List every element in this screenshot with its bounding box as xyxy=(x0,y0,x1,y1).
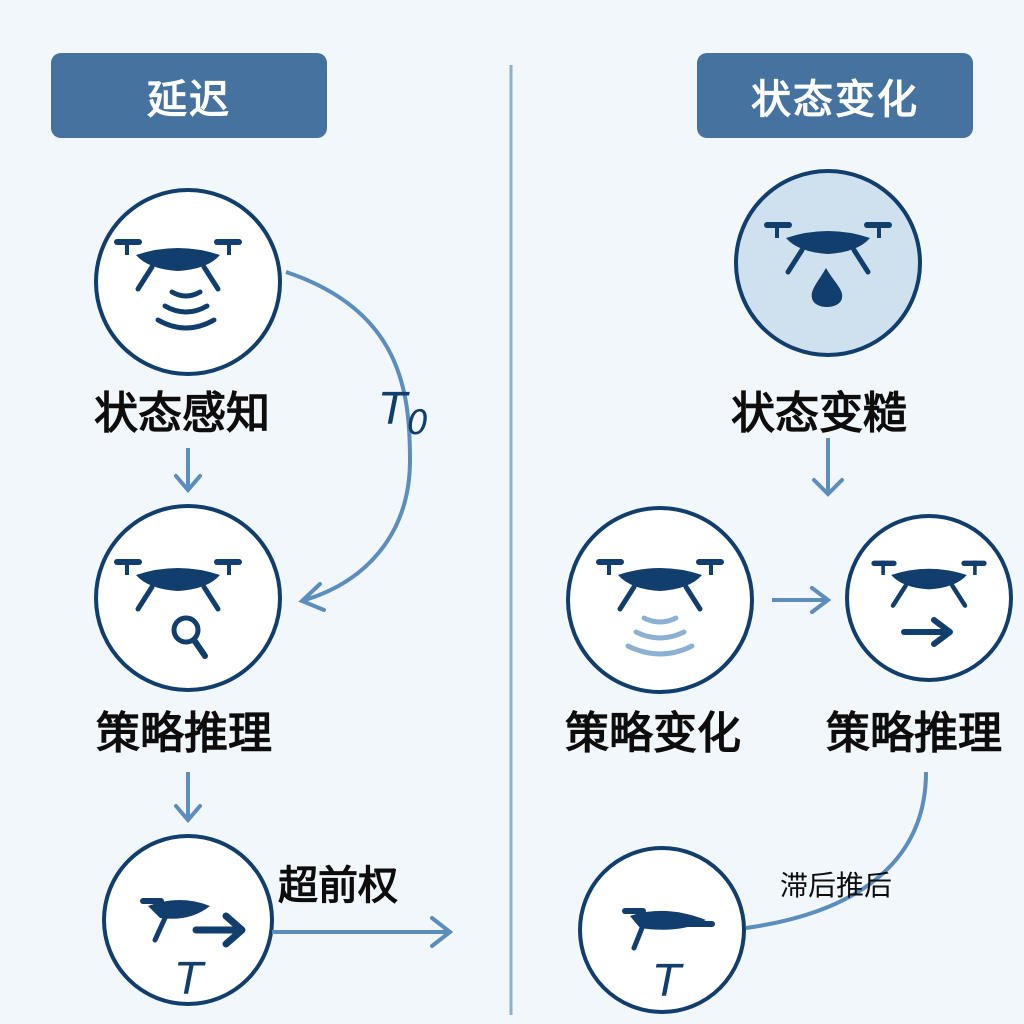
lag-curve xyxy=(745,771,928,930)
magnifier-icon xyxy=(171,615,208,659)
node-policy-change xyxy=(566,506,754,694)
header-delay: 延迟 xyxy=(51,53,327,138)
label-policy: 策略推理 xyxy=(96,708,272,759)
arrow-right-icon xyxy=(192,912,246,948)
action-symbol-right: T xyxy=(654,956,681,1007)
node-state-change xyxy=(734,169,922,357)
label-perception: 状态感知 xyxy=(94,388,270,439)
label-advance: 超前权 xyxy=(278,863,398,909)
delay-symbol: T0 xyxy=(380,384,429,443)
label-state-change: 状态变糙 xyxy=(731,388,907,439)
label-lag: 滞后推后 xyxy=(780,869,893,902)
node-policy xyxy=(94,504,282,692)
node-action-right xyxy=(578,846,746,1014)
header-state-change: 状态变化 xyxy=(697,53,973,138)
drop-icon xyxy=(811,268,843,307)
arrow-right-icon xyxy=(901,617,953,647)
signal-waves-icon xyxy=(625,615,695,657)
node-perception xyxy=(94,188,282,376)
label-policy-infer: 策略推理 xyxy=(826,708,1002,759)
drone-icon xyxy=(148,900,210,919)
action-symbol-left: T xyxy=(176,954,203,1005)
label-policy-change: 策略变化 xyxy=(565,708,741,759)
delay-curve xyxy=(285,270,413,602)
node-policy-infer-right xyxy=(845,514,1013,682)
signal-waves-icon xyxy=(155,289,217,331)
node-action-left xyxy=(102,834,274,1006)
